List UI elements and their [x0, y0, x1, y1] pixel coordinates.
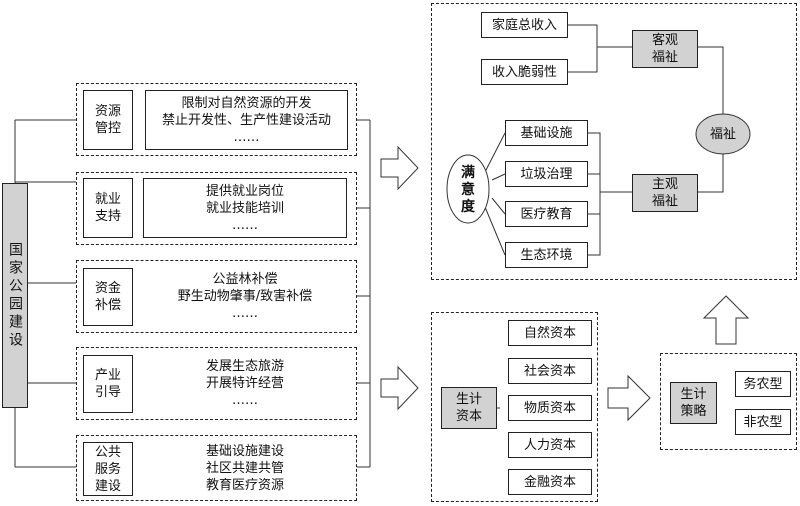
main-title: 国家公园建设: [2, 183, 28, 408]
arrow-to-capital: [380, 365, 419, 411]
connector-line: [698, 154, 724, 193]
connector-line: [491, 173, 506, 181]
satisfaction-item: 垃圾治理: [505, 161, 588, 187]
objective-welfare: 客观 福祉: [632, 30, 698, 68]
satisfaction-item: 生态环境: [505, 242, 588, 268]
welfare-panel: [431, 3, 797, 280]
connector-line: [484, 206, 506, 256]
satisfaction-label: 满 意 度: [461, 164, 475, 215]
connector-line: [588, 132, 601, 256]
connector-line: [491, 197, 506, 215]
measure-label: 资源 管控: [83, 90, 133, 150]
strategy-item: 非农型: [735, 409, 791, 435]
connector-line: [698, 46, 724, 114]
capital-item: 社会资本: [508, 358, 592, 384]
measure-content: 限制对自然资源的开发 禁止开发性、生产性建设活动 ……: [145, 90, 348, 150]
measure-label: 资金 补偿: [83, 268, 133, 326]
measure-content: 公益林补偿 野生动物肇事/致害补偿 ……: [177, 271, 313, 321]
strategy-item: 务农型: [735, 371, 791, 397]
welfare-ellipse: [695, 113, 751, 155]
measure-group: [76, 260, 357, 333]
measure-content: 发展生态旅游 开展特许经营 ……: [205, 358, 284, 408]
objective-input: 家庭总收入: [481, 12, 568, 38]
connector-line: [484, 132, 506, 173]
measure-group: [76, 435, 357, 501]
satisfaction-ellipse: [446, 154, 490, 224]
welfare-label: 福祉: [709, 126, 736, 142]
arrow-strategy-to-welfare: [702, 295, 750, 345]
measure-content: 提供就业岗位 就业技能培训 ……: [143, 178, 347, 238]
connector-line: [568, 24, 598, 73]
strategy-panel: [660, 353, 797, 450]
measure-group: [76, 347, 357, 420]
measure-group: [76, 172, 357, 245]
measure-label: 就业 支持: [83, 178, 133, 238]
satisfaction-item: 医疗教育: [505, 201, 588, 227]
measure-content: 基础设施建设 社区共建共管 教育医疗资源: [205, 443, 284, 493]
arrow-to-welfare: [380, 145, 419, 191]
capital-item: 物质资本: [508, 395, 592, 421]
objective-input: 收入脆弱性: [481, 59, 568, 85]
measure-label: 公共 服务 建设: [83, 442, 133, 496]
measure-label: 产业 引导: [83, 355, 133, 413]
measure-group: [76, 83, 357, 156]
strategy-label: 生计 策略: [670, 382, 717, 424]
capital-item: 自然资本: [508, 320, 592, 346]
subjective-welfare: 主观 福祉: [632, 174, 698, 212]
capital-label: 生计 资本: [441, 387, 497, 429]
capital-panel: [431, 312, 598, 502]
satisfaction-item: 基础设施: [505, 120, 588, 146]
capital-item: 金融资本: [508, 469, 592, 495]
capital-item: 人力资本: [508, 432, 592, 458]
arrow-to-strategy: [607, 374, 651, 422]
